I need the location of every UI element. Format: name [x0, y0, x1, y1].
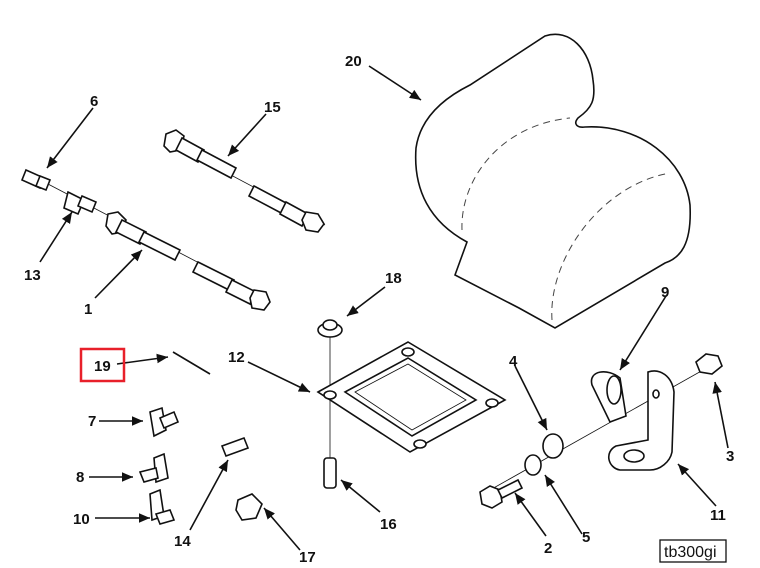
- part-11-bracket: [608, 370, 675, 471]
- callout-16: 16: [380, 516, 397, 533]
- callout-10: 10: [73, 511, 90, 528]
- part-4-flat-washer: [542, 433, 564, 459]
- part-16-stud: [323, 457, 337, 489]
- part-9-clamp: [590, 371, 627, 424]
- callout-19-highlight: [79, 347, 126, 383]
- callout-5: 5: [582, 529, 590, 546]
- part-7-elbow: [149, 406, 180, 438]
- callout-20: 20: [345, 53, 362, 70]
- callout-8: 8: [76, 469, 84, 486]
- callout-6: 6: [90, 93, 98, 110]
- part-12-gasket: [316, 341, 507, 453]
- callout-2: 2: [544, 540, 552, 557]
- callout-9: 9: [661, 284, 669, 301]
- callout-4: 4: [509, 353, 518, 370]
- part-13-coupling: [63, 190, 98, 216]
- figure-id-box: [659, 539, 727, 563]
- callout-18: 18: [385, 270, 402, 287]
- callout-12: 12: [228, 349, 245, 366]
- callout-17: 17: [299, 549, 316, 566]
- part-1-hose: [105, 211, 271, 311]
- callout-11: 11: [710, 507, 726, 524]
- callout-3: 3: [726, 448, 734, 465]
- part-20-turbocharger: [414, 33, 691, 329]
- part-2-bolt: [479, 478, 524, 509]
- callout-19[interactable]: 19: [94, 358, 111, 375]
- callout-14: 14: [174, 533, 191, 550]
- part-15-hose: [163, 129, 326, 233]
- part-3-nut: [695, 353, 723, 375]
- part-19-wire: [172, 351, 211, 375]
- callout-7: 7: [88, 413, 96, 430]
- callout-15: 15: [264, 99, 281, 116]
- figure-id: tb300gi: [664, 544, 717, 561]
- part-5-lock-washer: [524, 454, 542, 476]
- part-8-elbow: [138, 452, 169, 484]
- part-18-flange-nut: [317, 319, 343, 338]
- part-17-plug: [235, 493, 263, 521]
- callout-13: 13: [24, 267, 41, 284]
- leader-lines: [39, 65, 729, 551]
- part-14-fitting: [220, 436, 250, 458]
- callout-1: 1: [84, 301, 92, 318]
- part-10-elbow: [149, 488, 176, 525]
